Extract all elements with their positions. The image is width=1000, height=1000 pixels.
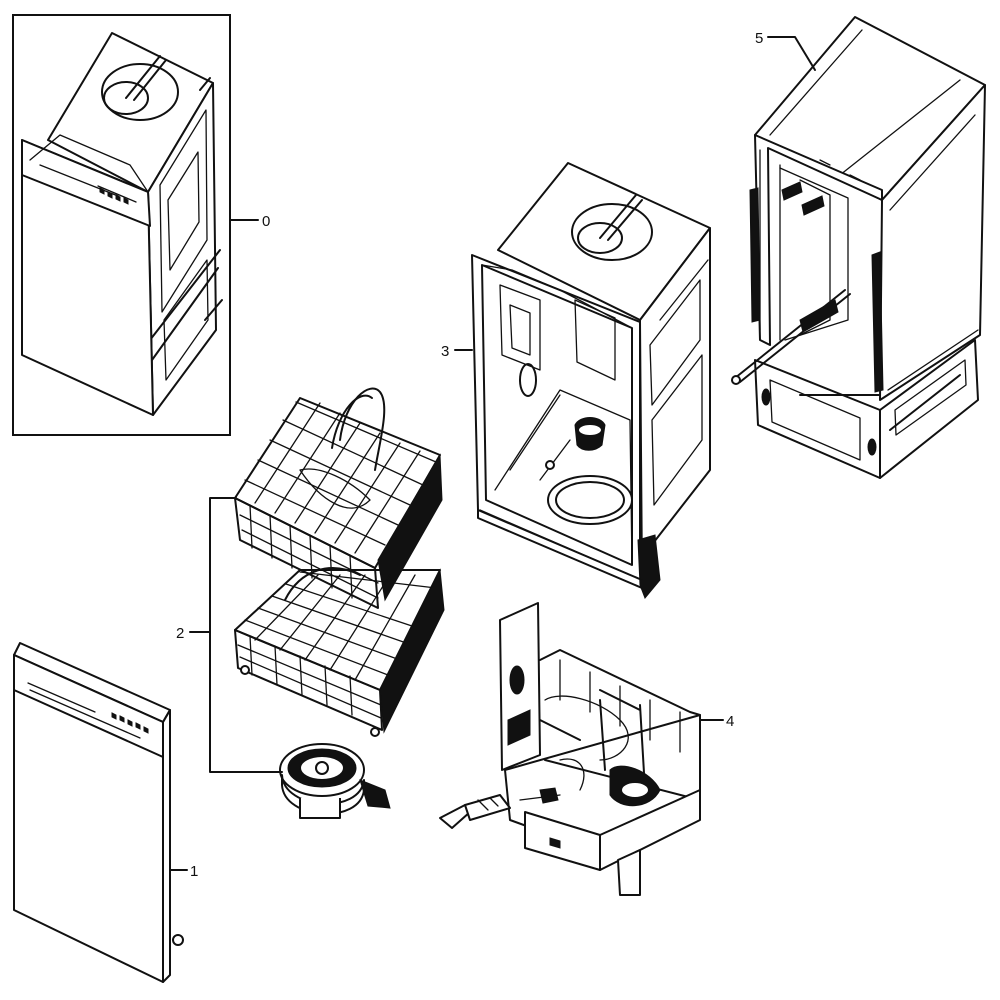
callout-5: 5: [755, 30, 763, 47]
callout-2: 2: [176, 625, 184, 642]
pump-assembly: [279, 743, 391, 819]
lower-rack: [234, 567, 445, 737]
callout-1: 1: [190, 863, 198, 880]
part-4-base: [439, 602, 724, 896]
part-0-inset-frame: [12, 14, 231, 436]
part-1-door-panel: [13, 642, 184, 983]
part-0-assembled-dishwasher: [12, 14, 231, 436]
part-5-cabinet: [731, 16, 986, 479]
part-2-bracket-line: [209, 497, 283, 773]
part-3-tub: [454, 162, 711, 599]
callout-3: 3: [441, 343, 449, 360]
callout-0: 0: [262, 213, 270, 230]
part-2-racks-and-pump: [189, 387, 445, 819]
callout-4: 4: [726, 713, 734, 730]
upper-rack: [234, 387, 443, 609]
part-5-leader-line: [767, 36, 816, 71]
